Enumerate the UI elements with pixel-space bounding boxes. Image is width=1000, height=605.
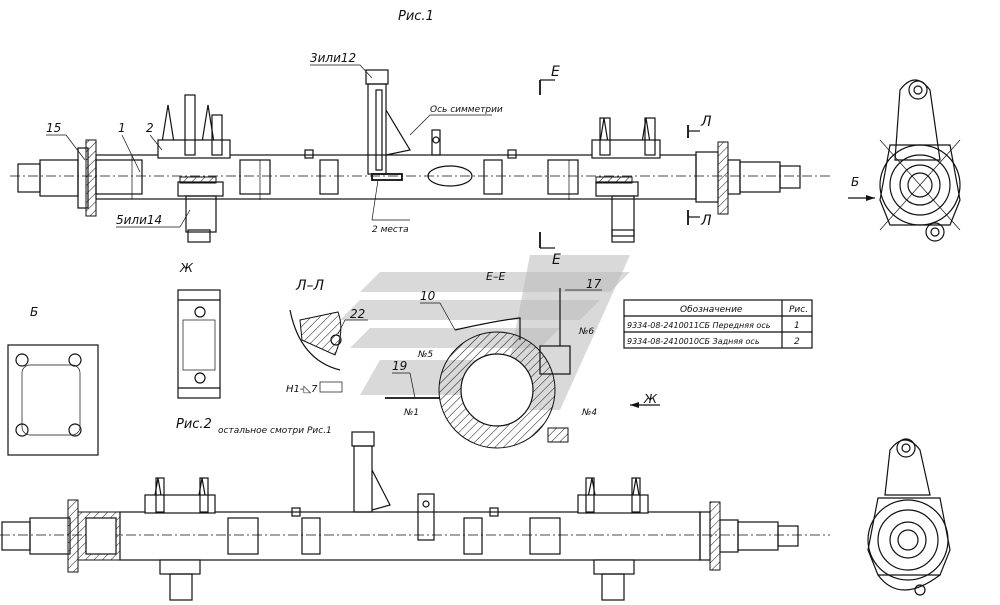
callout-2: 2 bbox=[146, 121, 154, 135]
weld-n4: №4 bbox=[581, 408, 597, 418]
designation-table: Обозначение Рис. 9334-08-2410011СБ Перед… bbox=[623, 299, 813, 349]
view-zh-title: Ж bbox=[179, 261, 194, 275]
side-view-fig1 bbox=[879, 79, 961, 242]
detail-view-b bbox=[7, 344, 99, 456]
view-l-top: Л bbox=[700, 114, 712, 130]
view-e-top: Е bbox=[551, 64, 560, 80]
callouts-fig1: 15 1 2 3или12 5или14 Ось симметрии 2 мес… bbox=[46, 51, 503, 235]
table-row-2-designation: 9334-08-2410010СБ Задняя ось bbox=[627, 337, 760, 346]
callout-1: 1 bbox=[118, 121, 126, 135]
table-row-1-designation: 9334-08-2410011СБ Передняя ось bbox=[627, 321, 771, 330]
callout-10: 10 bbox=[420, 289, 436, 303]
fig2-title: Рис.2 bbox=[176, 417, 212, 432]
view-b-arrow-label: Б bbox=[851, 175, 859, 189]
detail-view-zh bbox=[177, 289, 221, 399]
view-l-bottom: Л bbox=[700, 213, 712, 229]
callout-17: 17 bbox=[586, 277, 602, 291]
side-view-fig2 bbox=[867, 438, 951, 596]
section-marks-fig1: Е Е Л Л bbox=[539, 64, 712, 268]
fig1-title: Рис.1 bbox=[398, 9, 434, 24]
view-e-bottom: Е bbox=[552, 252, 561, 268]
view-zh-arrow-head bbox=[630, 402, 639, 408]
callout-19: 19 bbox=[392, 359, 407, 373]
section-ee-title: Е–Е bbox=[486, 270, 505, 283]
view-zh-arrow-label: Ж bbox=[643, 392, 658, 406]
section-ee: 10 17 19 №5 №6 №1 №4 bbox=[385, 277, 602, 449]
callout-22: 22 bbox=[350, 307, 365, 321]
weld-n5: №5 bbox=[417, 350, 433, 360]
callout-15: 15 bbox=[46, 121, 61, 135]
section-ll: 22 Н1-◺7 bbox=[286, 307, 368, 395]
weld-symbol: Н1-◺7 bbox=[286, 384, 318, 395]
weld-n6: №6 bbox=[578, 327, 594, 337]
table-row-2-fig: 2 bbox=[794, 337, 800, 347]
callout-5or14: 5или14 bbox=[116, 213, 162, 227]
symmetry-axis-label: Ось симметрии bbox=[430, 105, 503, 115]
table-header-fig: Рис. bbox=[789, 305, 808, 315]
front-axle-drawing bbox=[10, 69, 830, 243]
rear-axle-drawing bbox=[0, 431, 830, 601]
callout-3or12: 3или12 bbox=[310, 51, 356, 65]
table-row-1-fig: 1 bbox=[794, 321, 800, 331]
table-header-designation: Обозначение bbox=[680, 305, 743, 315]
view-b-title: Б bbox=[30, 305, 38, 319]
section-ll-title: Л–Л bbox=[295, 278, 325, 294]
weld-n1: №1 bbox=[403, 408, 419, 418]
fig2-note: остальное смотри Рис.1 bbox=[218, 426, 332, 436]
two-places-label: 2 места bbox=[372, 225, 409, 235]
view-b-arrow-head bbox=[866, 195, 875, 201]
